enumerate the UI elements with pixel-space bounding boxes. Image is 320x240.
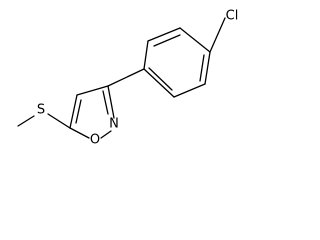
bond-sulfur-c5 [47,113,71,129]
bond-c3-phenyl [107,68,145,87]
sulfur-label: S [37,103,45,118]
bond-phenyl-chlorine [209,17,226,53]
bond-oxygen-c5 [69,127,90,139]
bond-c5-c4-double [69,94,82,129]
bond-phenyl-ring [143,27,211,98]
bond-methyl-sulfur [17,115,35,127]
bond-c4-c3 [76,85,109,96]
bond-nitrogen-oxygen [100,130,112,139]
nitrogen-label: N [109,117,119,132]
chlorine-label: Cl [226,9,239,24]
chemical-structure-diagram: Cl N O S [17,9,239,148]
bond-c3-nitrogen-double [102,85,115,119]
oxygen-label: O [90,133,100,148]
